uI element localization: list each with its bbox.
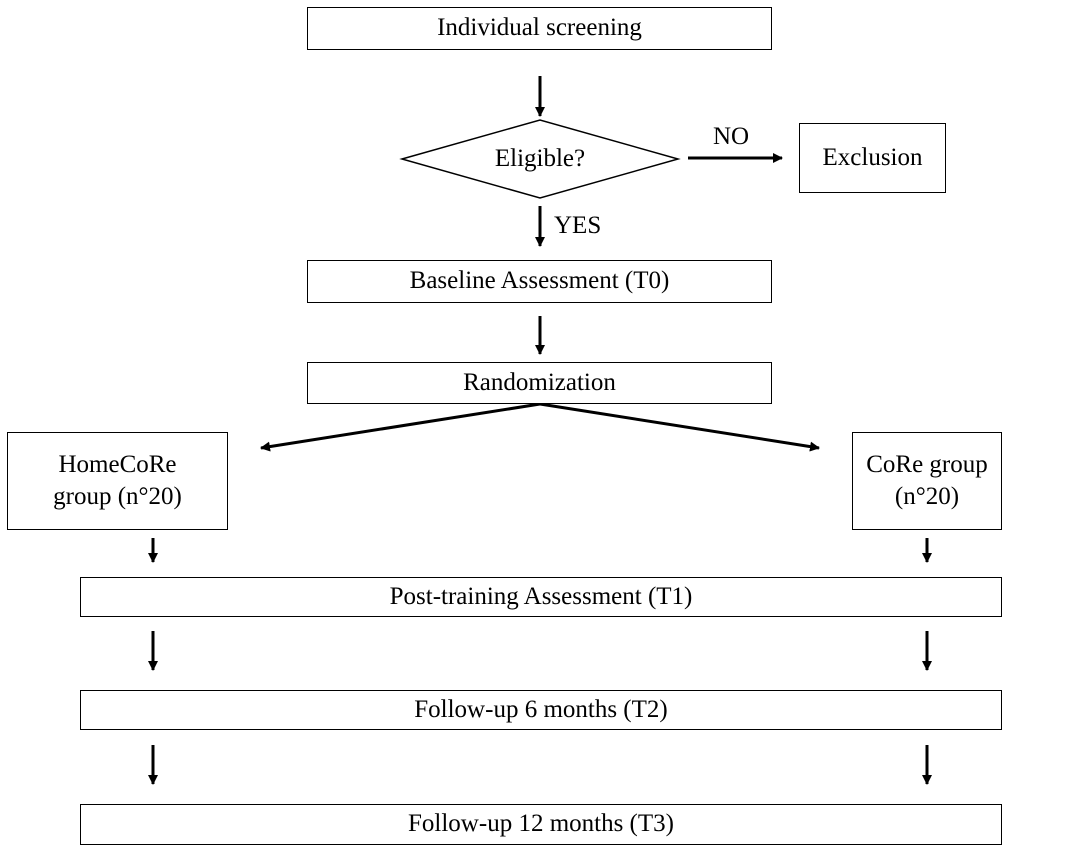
no-branch-label: NO	[713, 123, 750, 150]
randomization-box: Randomization	[307, 362, 772, 404]
homecore-group-line2: group (n°20)	[53, 483, 182, 510]
eligible-text: Eligible?	[494, 145, 586, 172]
core-group-line2: (n°20)	[894, 483, 960, 510]
eligible-decision-diamond	[399, 119, 681, 199]
followup-12-months-box: Follow-up 12 months (T3)	[80, 804, 1002, 845]
homecore-group-box: HomeCoRe group (n°20)	[7, 432, 228, 530]
yes-branch-label: YES	[554, 212, 602, 239]
eligible-question-label: Eligible?	[402, 138, 678, 180]
core-group-line1: CoRe group	[866, 450, 988, 478]
exclusion-box: Exclusion	[799, 123, 946, 193]
followup-6-months-box: Follow-up 6 months (T2)	[80, 690, 1002, 730]
followup-12-months-label: Follow-up 12 months (T3)	[408, 810, 674, 838]
post-training-assessment-box: Post-training Assessment (T1)	[80, 577, 1002, 617]
arrow-randomization-to-core	[539, 402, 820, 452]
baseline-assessment-label: Baseline Assessment (T0)	[409, 267, 670, 295]
baseline-assessment-box: Baseline Assessment (T0)	[307, 260, 772, 303]
individual-screening-label: Individual screening	[437, 14, 642, 42]
followup-6-months-label: Follow-up 6 months (T2)	[414, 695, 668, 723]
post-training-assessment-label: Post-training Assessment (T1)	[389, 582, 693, 610]
core-group-box: CoRe group (n°20)	[852, 432, 1002, 530]
arrow-randomization-to-homecore	[260, 402, 541, 452]
exclusion-label: Exclusion	[822, 143, 923, 171]
individual-screening-box: Individual screening	[307, 7, 772, 50]
homecore-group-line1: HomeCoRe	[58, 450, 177, 478]
randomization-label: Randomization	[463, 368, 616, 396]
